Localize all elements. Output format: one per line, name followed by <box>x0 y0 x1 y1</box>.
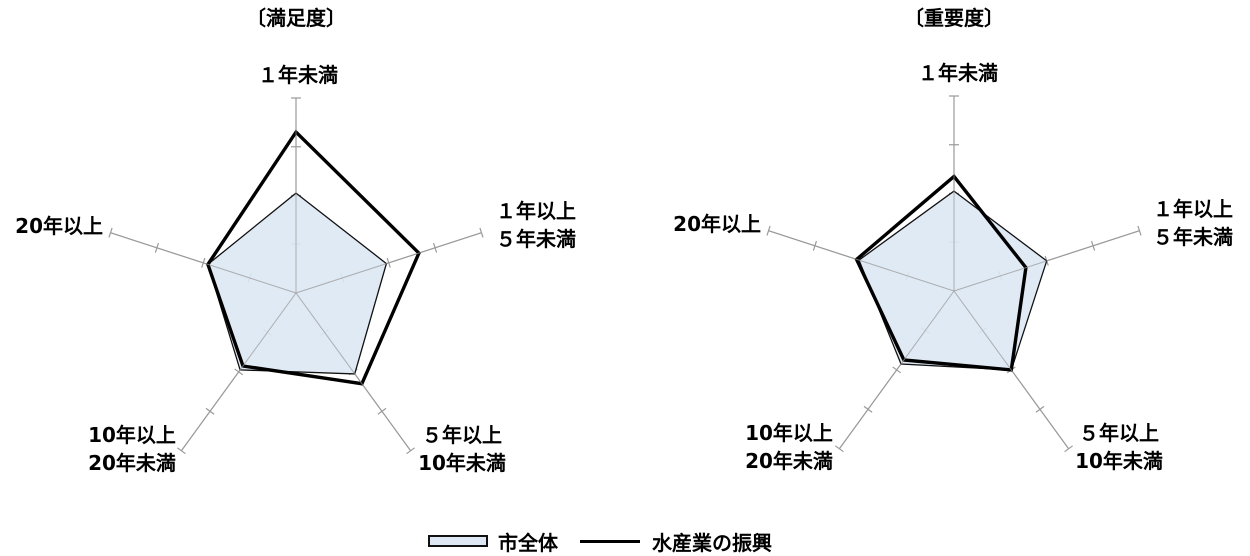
axis-label: ５年以上 <box>422 423 502 447</box>
radar-axis-overlay <box>295 292 412 452</box>
axis-label: １年未満 <box>918 61 998 85</box>
axis-label: 10年以上 <box>745 421 833 445</box>
radar-chart-2: 〔重要度〕 １年未満 １年以上 ５年未満 ５年以上 10年未満 10年以上 20年未満 20年以… <box>673 6 1233 473</box>
axis-label: 10年未満 <box>1075 449 1163 473</box>
radar-axis-overlay <box>953 290 1070 450</box>
axis-label: 10年以上 <box>88 423 176 447</box>
axis-label: １年以上 <box>496 199 576 223</box>
radar-axis-tick <box>766 225 771 236</box>
chart-title: 〔重要度〕 <box>904 6 1004 30</box>
axis-label: 20年未満 <box>88 451 176 475</box>
legend-line-label: 水産業の振興 <box>652 530 772 555</box>
series-citywide-polygon <box>207 192 388 375</box>
axis-label: ５年以上 <box>1079 421 1159 445</box>
radar-axis-tick <box>176 447 186 455</box>
chart-title: 〔満足度〕 <box>246 6 346 30</box>
axis-label: １年未満 <box>258 63 338 87</box>
radar-axis-overlay <box>953 230 1140 292</box>
legend-fill-label: 市全体 <box>498 530 558 555</box>
axis-label: ５年未満 <box>1153 225 1233 249</box>
axis-label: 10年未満 <box>418 451 506 475</box>
radar-chart-1: 〔満足度〕 １年未満 １年以上 ５年未満 ５年以上 10年未満 10年以上 20年未満 20年以… <box>15 6 576 475</box>
series-fisheries-polygon <box>854 173 1028 372</box>
legend-line-swatch <box>580 539 640 543</box>
radar-axis-overlay <box>768 230 955 292</box>
axis-label: 20年以上 <box>15 214 103 238</box>
radar-axis-overlay <box>110 232 297 294</box>
radar-axis-overlay <box>838 290 955 450</box>
radar-axis-tick <box>834 445 844 453</box>
legend: 市全体 水産業の振興 <box>428 528 772 555</box>
axis-label: 20年以上 <box>673 212 761 236</box>
series-citywide-polygon <box>858 190 1048 371</box>
axis-label: １年以上 <box>1153 197 1233 221</box>
series-fisheries-polygon <box>206 129 421 386</box>
axis-label: ５年未満 <box>496 227 576 251</box>
radar-axis-overlay <box>180 292 297 452</box>
radar-axis-overlay <box>295 232 482 294</box>
axis-label: 20年未満 <box>745 449 833 473</box>
legend-fill-swatch <box>428 535 488 547</box>
